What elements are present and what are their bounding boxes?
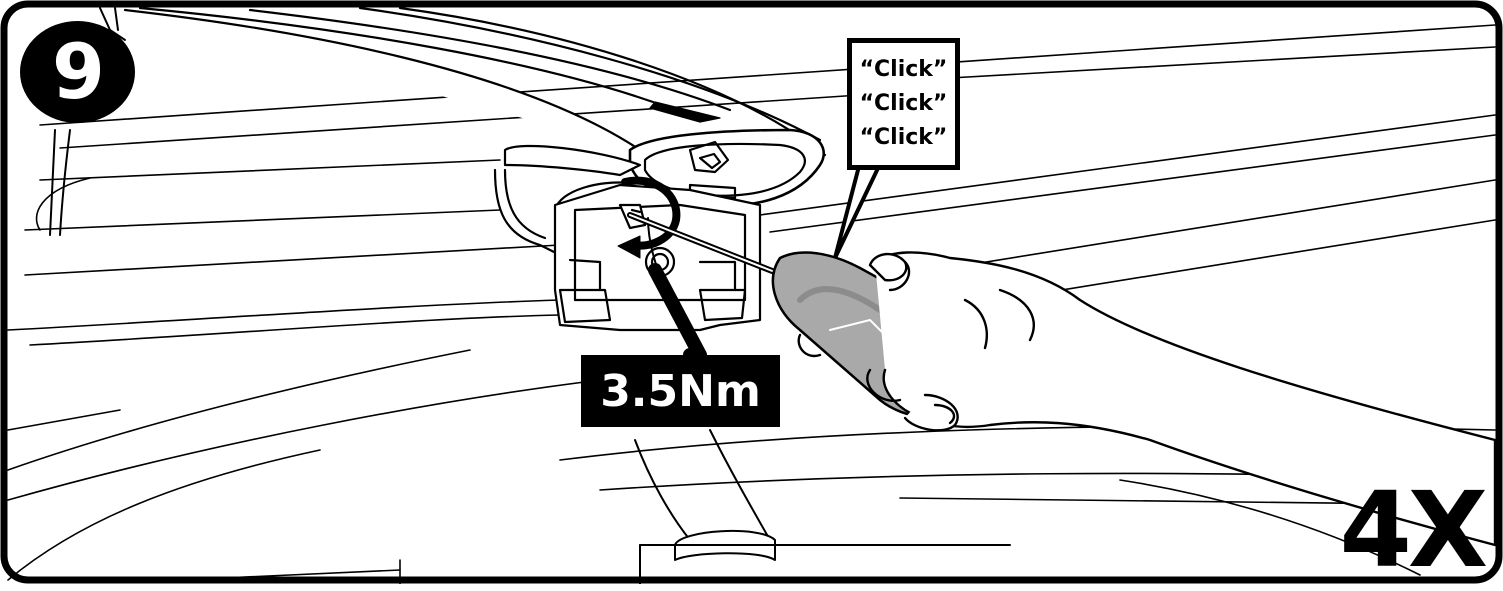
roof-bar-illustration	[123, 6, 827, 208]
click-callout-line: “Click”	[859, 91, 948, 116]
strap-illustration	[634, 429, 1011, 584]
quantity-label: 4X	[1339, 469, 1488, 591]
click-callout-box: “Click” “Click” “Click”	[847, 38, 960, 170]
click-callout-line: “Click”	[859, 125, 948, 150]
hand-illustration	[797, 251, 1497, 547]
torque-value-label: 3.5Nm	[581, 355, 780, 427]
click-callout-line: “Click”	[859, 57, 948, 82]
step-number-badge: 9	[20, 21, 135, 123]
